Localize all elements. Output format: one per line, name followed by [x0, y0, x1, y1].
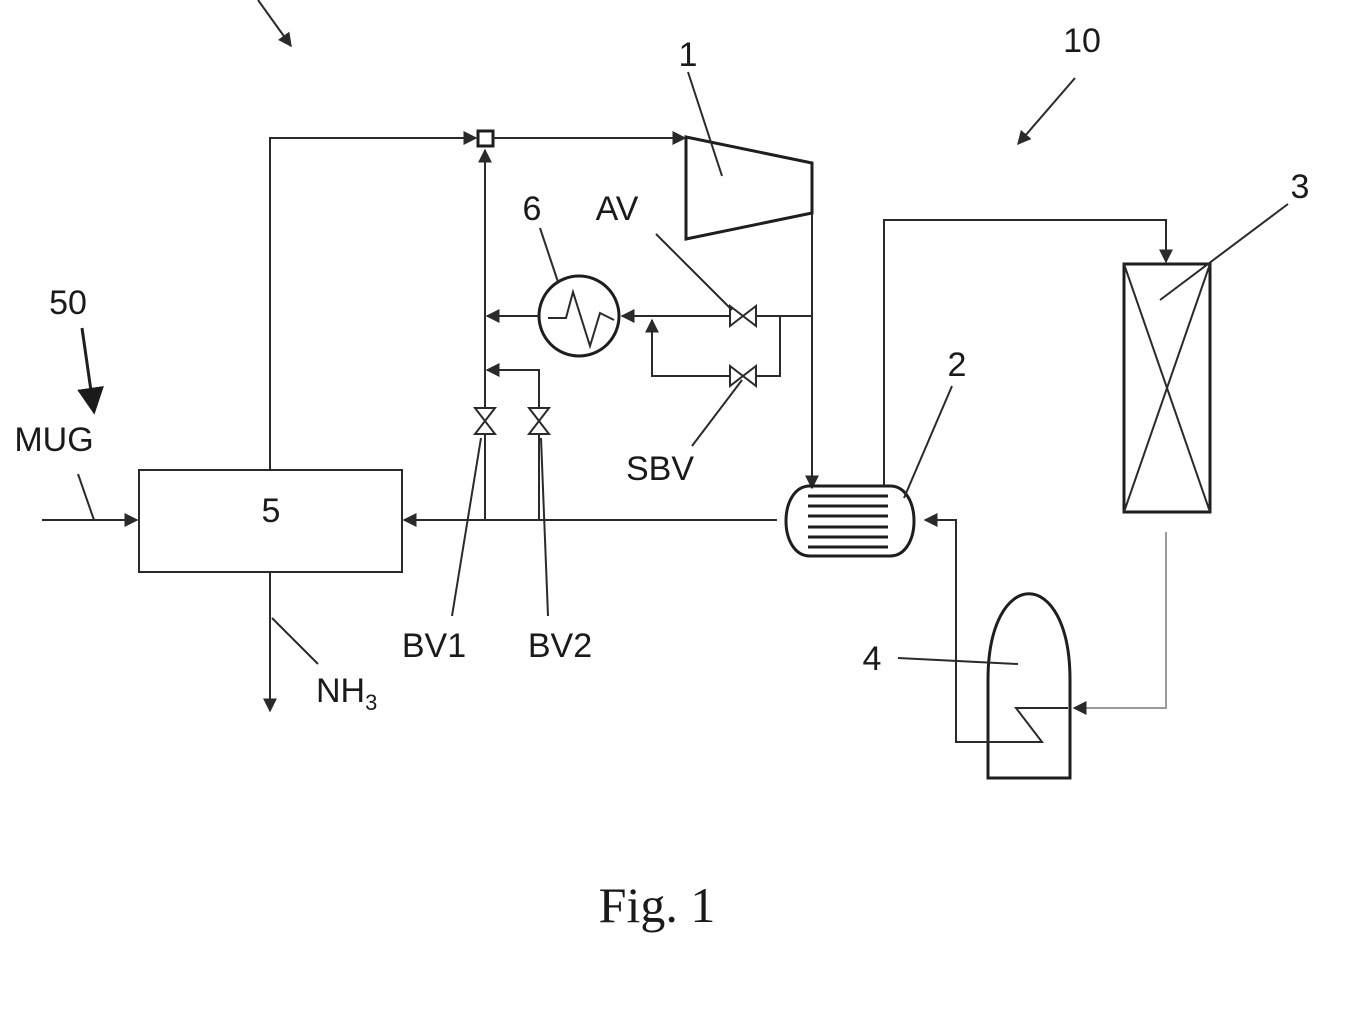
label-av: AV [596, 190, 639, 228]
label-bv2: BV2 [528, 627, 592, 665]
nh3-leader [272, 618, 318, 664]
bv1-leader [452, 438, 481, 616]
label-ref-2: 2 [948, 346, 967, 384]
bv2-riser-line [487, 370, 539, 408]
label-nh3-subscript: 3 [365, 690, 377, 715]
label-ref-4: 4 [863, 640, 882, 678]
heat-exchanger-2-leader [904, 386, 952, 498]
label-mug: MUG [14, 421, 93, 459]
sbv-line [756, 316, 780, 376]
label-nh3-main: NH [316, 672, 365, 710]
bv2-leader [541, 438, 548, 616]
figure-caption: Fig. 1 [599, 877, 716, 933]
label-nh3: NH3 [316, 672, 377, 715]
label-ref-5: 5 [262, 492, 281, 530]
label-ref-3: 3 [1291, 168, 1310, 206]
vessel-4 [988, 594, 1070, 778]
sbv-valve [730, 366, 756, 386]
vessel-4-leader [898, 658, 1018, 664]
bv1-valve [475, 408, 495, 434]
heat-exchanger-2-tubes [808, 496, 888, 547]
reactor-to-vessel-line [1074, 532, 1166, 708]
sbv-leader [692, 380, 742, 446]
vessel-4-inlet-baffle [925, 520, 1068, 742]
mug-leader [78, 474, 94, 520]
heater-6-leader [540, 228, 558, 282]
label-sbv: SBV [626, 450, 694, 488]
ref-50-arrow [82, 328, 94, 412]
compressor-1 [686, 137, 812, 239]
label-ref-10: 10 [1063, 22, 1101, 60]
plant-reference-arrow [258, 0, 291, 46]
recycle-gas-line [270, 138, 476, 470]
av-leader [656, 234, 732, 310]
label-ref-50: 50 [49, 284, 87, 322]
label-ref-6: 6 [523, 190, 542, 228]
bv2-valve [529, 408, 549, 434]
label-ref-1: 1 [679, 36, 698, 74]
label-bv1: BV1 [402, 627, 466, 665]
heat-exchanger-6-coil [548, 292, 614, 346]
av-valve [730, 306, 756, 326]
compressor-1-leader [688, 72, 722, 176]
sbv-to-heater-line [652, 320, 730, 376]
reactor-3-leader [1160, 204, 1288, 300]
ref-10-arrow [1018, 78, 1075, 144]
mixing-point [478, 131, 493, 146]
